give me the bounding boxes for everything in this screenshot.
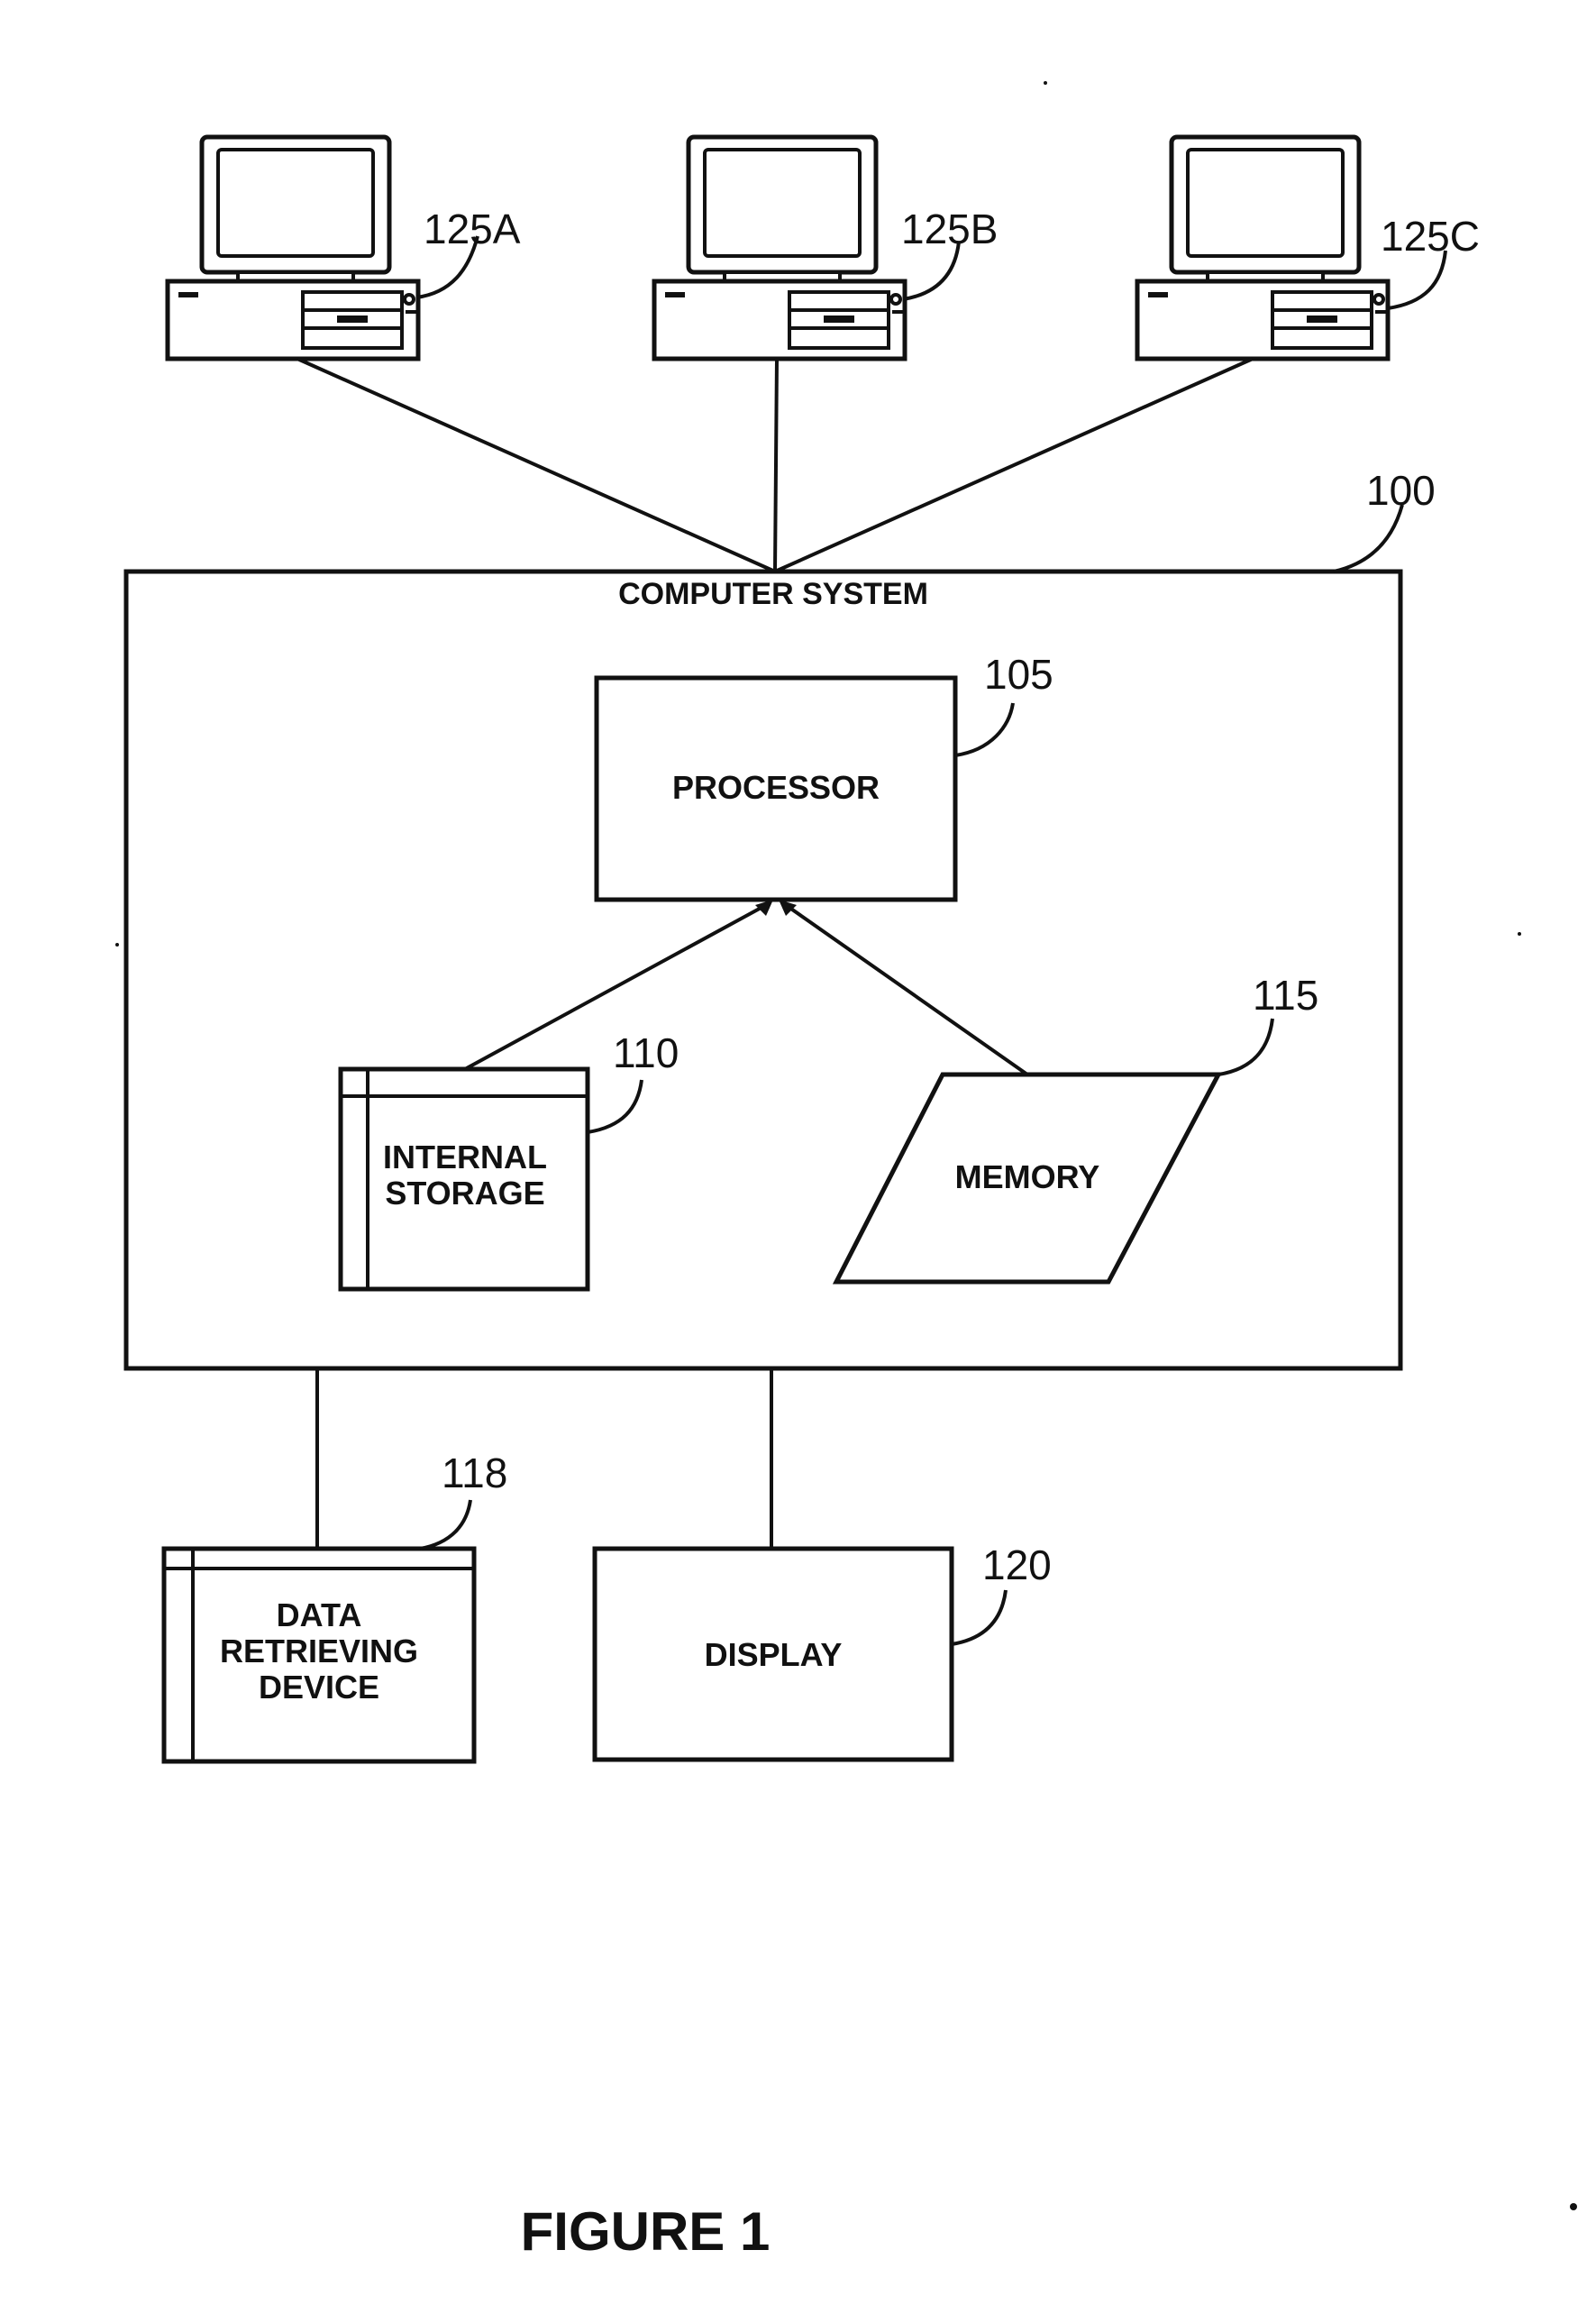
processor-ref: 105 xyxy=(984,651,1053,698)
computer-system: COMPUTER SYSTEM 100 xyxy=(126,467,1436,1368)
network-link-125b xyxy=(775,359,777,572)
memory-ref: 115 xyxy=(1253,972,1318,1019)
data-retrieving-label-line3: DEVICE xyxy=(259,1669,379,1706)
desktop-computer-icon xyxy=(1137,137,1388,359)
data-retrieving-label-line2: RETRIEVING xyxy=(220,1633,418,1669)
internal-storage-label-line1: INTERNAL xyxy=(383,1139,547,1175)
processor-label: PROCESSOR xyxy=(672,769,880,806)
processor: PROCESSOR 105 xyxy=(597,651,1053,900)
desktop-computer-icon xyxy=(168,137,418,359)
arrowhead-icon xyxy=(779,900,797,916)
internal-storage-ref: 110 xyxy=(613,1029,679,1076)
terminal-125c: 125C xyxy=(1137,137,1480,359)
data-retrieving-ref: 118 xyxy=(442,1450,507,1496)
memory: MEMORY 115 xyxy=(836,972,1318,1282)
arrowhead-icon xyxy=(755,900,773,916)
data-retrieving-device: DATA RETRIEVING DEVICE 118 xyxy=(164,1450,507,1761)
computer-system-label: COMPUTER SYSTEM xyxy=(618,577,928,611)
scan-speck xyxy=(115,943,119,947)
network-link-125a xyxy=(297,359,775,572)
memory-to-processor-link xyxy=(786,905,1027,1075)
figure-caption: FIGURE 1 xyxy=(521,2201,771,2262)
data-retrieving-label-line1: DATA xyxy=(277,1596,362,1633)
scan-speck xyxy=(1570,2203,1577,2210)
display-label: DISPLAY xyxy=(705,1636,843,1673)
desktop-computer-icon xyxy=(654,137,905,359)
memory-label: MEMORY xyxy=(955,1158,1100,1195)
display-ref: 120 xyxy=(982,1541,1052,1588)
internal-storage-label-line2: STORAGE xyxy=(385,1175,544,1212)
computer-system-ref: 100 xyxy=(1366,467,1436,514)
terminal-125a-ref: 125A xyxy=(424,206,521,252)
terminal-125a: 125A xyxy=(168,137,521,359)
terminal-125b-ref: 125B xyxy=(901,206,998,252)
scan-speck xyxy=(1518,932,1521,936)
network-link-125c xyxy=(775,359,1253,572)
terminal-125c-ref: 125C xyxy=(1381,213,1480,260)
display: DISPLAY 120 xyxy=(595,1541,1052,1760)
terminal-125b: 125B xyxy=(654,137,998,359)
scan-speck xyxy=(1044,81,1047,85)
internal-storage: INTERNAL STORAGE 110 xyxy=(341,1029,679,1289)
